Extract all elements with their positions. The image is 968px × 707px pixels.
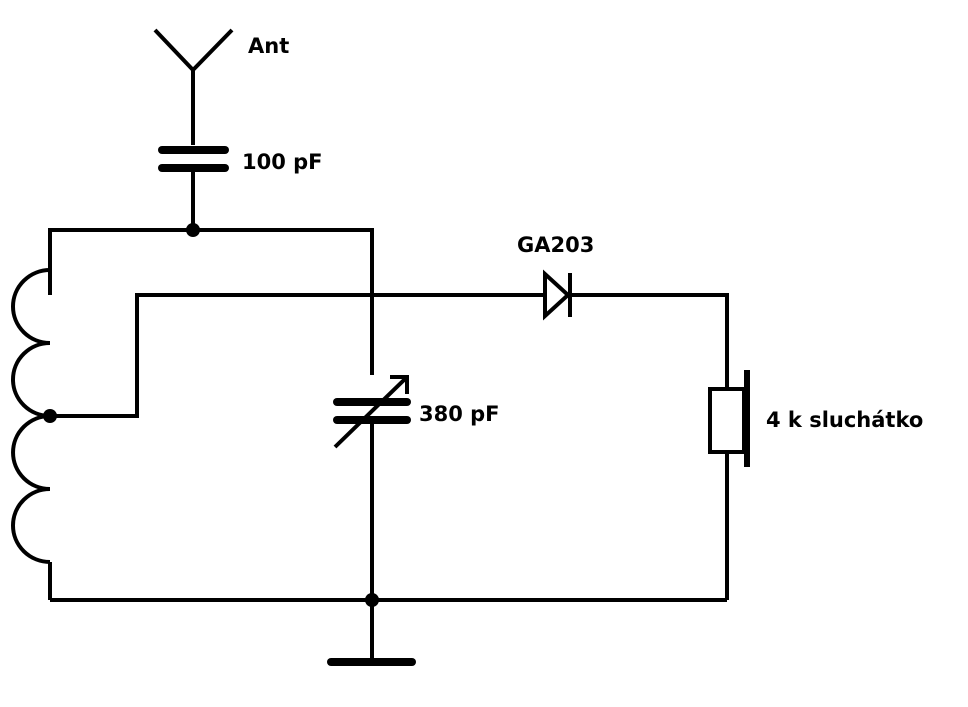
earphone-label: 4 k sluchátko: [766, 408, 923, 432]
wire-top-rail: [48, 228, 374, 375]
variable-capacitor-label: 380 pF: [419, 402, 500, 426]
input-capacitor-label: 100 pF: [242, 150, 323, 174]
junction-dot-ground: [365, 593, 379, 607]
wire-coil-tap: [50, 293, 545, 418]
diode-symbol: [543, 269, 572, 321]
diode-label: GA203: [517, 233, 594, 257]
variable-capacitor: [333, 375, 411, 449]
wire-diode-to-earphone: [570, 293, 729, 389]
junction-dot-coil-tap: [43, 409, 57, 423]
antenna-symbol: [153, 28, 234, 145]
junction-dot-antenna: [186, 223, 200, 237]
earphone-symbol: [708, 370, 750, 467]
antenna-label: Ant: [248, 34, 289, 58]
input-capacitor: [158, 146, 229, 172]
